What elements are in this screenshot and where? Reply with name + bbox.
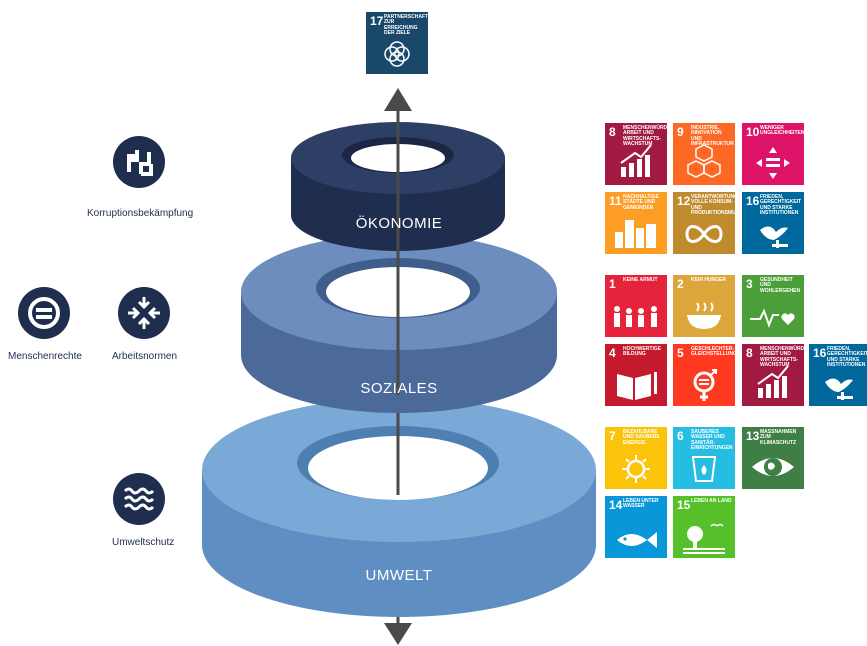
sdg-16-title: FRIEDEN, GERECHTIGKEIT UND STARKE INSTIT… — [827, 346, 867, 369]
growth-chart-icon — [757, 365, 789, 398]
infinity-icon — [685, 225, 723, 243]
label-corruption: Korruptionsbekämpfung — [87, 208, 194, 219]
sdg-14-number: 14 — [609, 498, 623, 512]
sdg-12-tile: 12 VERANTWORTUNGS-VOLLE KONSUM- UND PROD… — [673, 192, 735, 254]
city-icon — [615, 220, 656, 248]
sdg-2-tile: 2 KEIN HUNGER — [673, 275, 735, 337]
sdg-3-tile: 3 GESUNDHEIT UND WOHLERGEHEN — [742, 275, 804, 337]
environment-waves-icon — [113, 473, 165, 525]
sdg-13-number: 13 — [746, 429, 760, 443]
sdg-17-number: 17 — [370, 14, 384, 28]
sdg-5-number: 5 — [677, 346, 684, 360]
sdg-8-tile: 8 MENSCHENWÜRDIGE ARBEIT UND WIRTSCHAFTS… — [605, 123, 667, 185]
sdg-16-number: 16 — [813, 346, 827, 360]
sdg-13-tile: 13 MASSNAHMEN ZUM KLIMASCHUTZ — [742, 427, 804, 489]
label-oekonomie: ÖKONOMIE — [356, 214, 443, 232]
heartbeat-icon — [750, 308, 795, 328]
sdg-16-title: FRIEDEN, GERECHTIGKEIT UND STARKE INSTIT… — [760, 194, 802, 217]
sdg-8-number: 8 — [609, 125, 616, 139]
labour-icon — [118, 287, 170, 339]
cubes-icon — [687, 144, 721, 178]
growth-chart-icon — [620, 144, 652, 177]
fish-icon — [617, 532, 657, 548]
sdg-15-tile: 15 LEBEN AN LAND — [673, 496, 735, 558]
sdg-14-tile: 14 LEBEN UNTER WASSER — [605, 496, 667, 558]
dove-icon — [760, 226, 788, 248]
sdg-9-number: 9 — [677, 125, 684, 139]
arrow-down-head — [384, 623, 412, 645]
sun-icon — [622, 455, 650, 483]
label-labour: Arbeitsnormen — [112, 351, 178, 362]
sdg-11-number: 11 — [609, 194, 622, 208]
tree-icon — [683, 523, 725, 554]
ring-oekonomie — [291, 122, 505, 251]
sdg-7-title: BEZAHLBARE UND SAUBERE ENERGIE — [623, 429, 660, 446]
equality-icon — [756, 147, 790, 179]
corruption-icon — [113, 136, 165, 188]
sdg-16-number: 16 — [746, 194, 760, 208]
water-icon — [691, 456, 717, 482]
sdg-7-number: 7 — [609, 429, 616, 443]
label-soziales: SOZIALES — [360, 380, 437, 397]
sdg-5-tile: 5 GESCHLECHTER-GLEICHSTELLUNG — [673, 344, 735, 406]
sdg-7-tile: 7 BEZAHLBARE UND SAUBERE ENERGIE — [605, 427, 667, 489]
sdg-2-number: 2 — [677, 277, 684, 291]
sdg-8-title: MENSCHENWÜRDIGE ARBEIT UND WIRTSCHAFTS-W… — [760, 346, 804, 369]
sdg-14-title: LEBEN UNTER WASSER — [623, 498, 659, 510]
sdg-10-number: 10 — [746, 125, 760, 139]
sdg-4-title: HOCHWERTIGE BILDUNG — [623, 346, 662, 358]
sdg-10-tile: 10 WENIGER UNGLEICHHEITEN — [742, 123, 804, 185]
dove-icon — [825, 378, 853, 400]
sdg-5-title: GESCHLECHTER-GLEICHSTELLUNG — [691, 346, 735, 358]
book-icon — [617, 372, 657, 400]
flower-icon — [384, 41, 410, 67]
human-rights-icon — [18, 287, 70, 339]
sdg-17-tile: 17 PARTNERSCHAFTEN ZUR ERREICHUNG DER ZI… — [366, 12, 428, 74]
sdg-4-number: 4 — [609, 346, 616, 360]
family-icon — [614, 306, 657, 327]
gender-icon — [693, 369, 717, 401]
eye-globe-icon — [752, 458, 794, 476]
sdg-8-tile-social: 8 MENSCHENWÜRDIGE ARBEIT UND WIRTSCHAFTS… — [742, 344, 804, 406]
sdg-1-title: KEINE ARMUT — [623, 277, 658, 283]
sdg-6-tile: 6 SAUBERES WASSER UND SANITÄR-EINRICHTUN… — [673, 427, 735, 489]
sdg-1-number: 1 — [609, 277, 616, 291]
sdg-16-tile: 16 FRIEDEN, GERECHTIGKEIT UND STARKE INS… — [742, 192, 804, 254]
sdg-4-tile: 4 HOCHWERTIGE BILDUNG — [605, 344, 667, 406]
sdg-10-title: WENIGER UNGLEICHHEITEN — [760, 125, 804, 137]
sdg-8-title: MENSCHENWÜRDIGE ARBEIT UND WIRTSCHAFTS-W… — [623, 125, 667, 148]
arrow-up-head — [384, 88, 412, 111]
sdg-1-tile: 1 KEINE ARMUT — [605, 275, 667, 337]
sdg-12-title: VERANTWORTUNGS-VOLLE KONSUM- UND PRODUKT… — [691, 194, 735, 217]
sdg-3-title: GESUNDHEIT UND WOHLERGEHEN — [760, 277, 800, 294]
sdg-12-number: 12 — [677, 194, 691, 208]
sdg-8-number: 8 — [746, 346, 753, 360]
sdg-6-title: SAUBERES WASSER UND SANITÄR-EINRICHTUNGE… — [691, 429, 733, 452]
sdg-6-number: 6 — [677, 429, 684, 443]
sdg-11-tile: 11 NACHHALTIGE STÄDTE UND GEMEINDEN — [605, 192, 667, 254]
sdg-13-title: MASSNAHMEN ZUM KLIMASCHUTZ — [760, 429, 797, 446]
sdg-2-title: KEIN HUNGER — [691, 277, 727, 283]
sdg-15-number: 15 — [677, 498, 691, 512]
sdg-9-tile: 9 INDUSTRIE, INNOVATION UND INFRASTRUKTU… — [673, 123, 735, 185]
sdg-3-number: 3 — [746, 277, 753, 291]
bowl-icon — [687, 302, 721, 329]
sdg-11-title: NACHHALTIGE STÄDTE UND GEMEINDEN — [623, 194, 660, 211]
label-human-rights: Menschenrechte — [8, 351, 82, 362]
sdg-17-title: PARTNERSCHAFTEN ZUR ERREICHUNG DER ZIELE — [384, 14, 428, 37]
sdg-16-tile-social: 16 FRIEDEN, GERECHTIGKEIT UND STARKE INS… — [809, 344, 867, 406]
sdg-15-title: LEBEN AN LAND — [691, 498, 732, 504]
sdg-9-title: INDUSTRIE, INNOVATION UND INFRASTRUKTUR — [691, 125, 734, 148]
label-environment: Umweltschutz — [112, 537, 175, 548]
label-umwelt: UMWELT — [366, 567, 433, 584]
